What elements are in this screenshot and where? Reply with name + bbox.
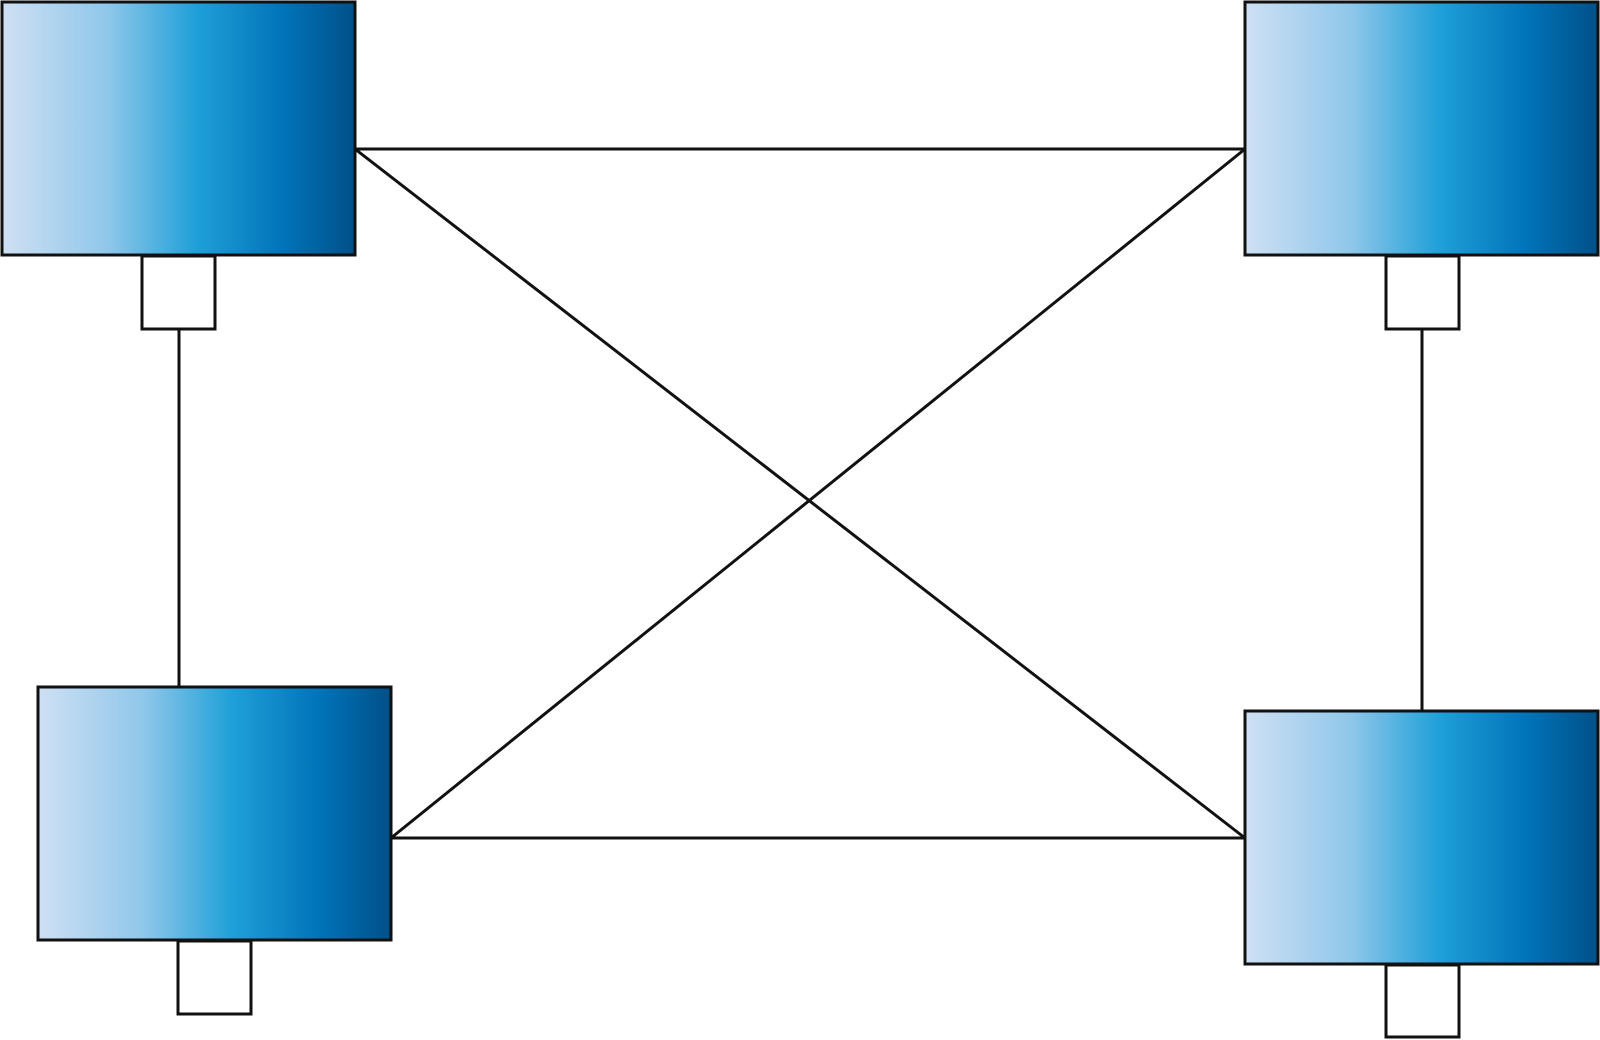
node-top-right-box xyxy=(1243,0,1600,257)
node-bottom-left xyxy=(36,685,393,1016)
node-bottom-left-box xyxy=(36,685,393,942)
node-bottom-right-connector xyxy=(1384,963,1461,1039)
edge-diagonal-tl-br xyxy=(354,147,1246,840)
edge-diagonal-tr-bl xyxy=(390,147,1246,840)
node-top-left-connector xyxy=(140,254,217,331)
node-bottom-left-connector xyxy=(176,939,253,1016)
node-top-left-box xyxy=(0,0,357,257)
node-bottom-right xyxy=(1243,709,1600,1039)
node-top-right xyxy=(1243,0,1600,331)
node-top-right-connector xyxy=(1384,254,1461,331)
node-top-left xyxy=(0,0,357,331)
node-bottom-right-box xyxy=(1243,709,1600,966)
